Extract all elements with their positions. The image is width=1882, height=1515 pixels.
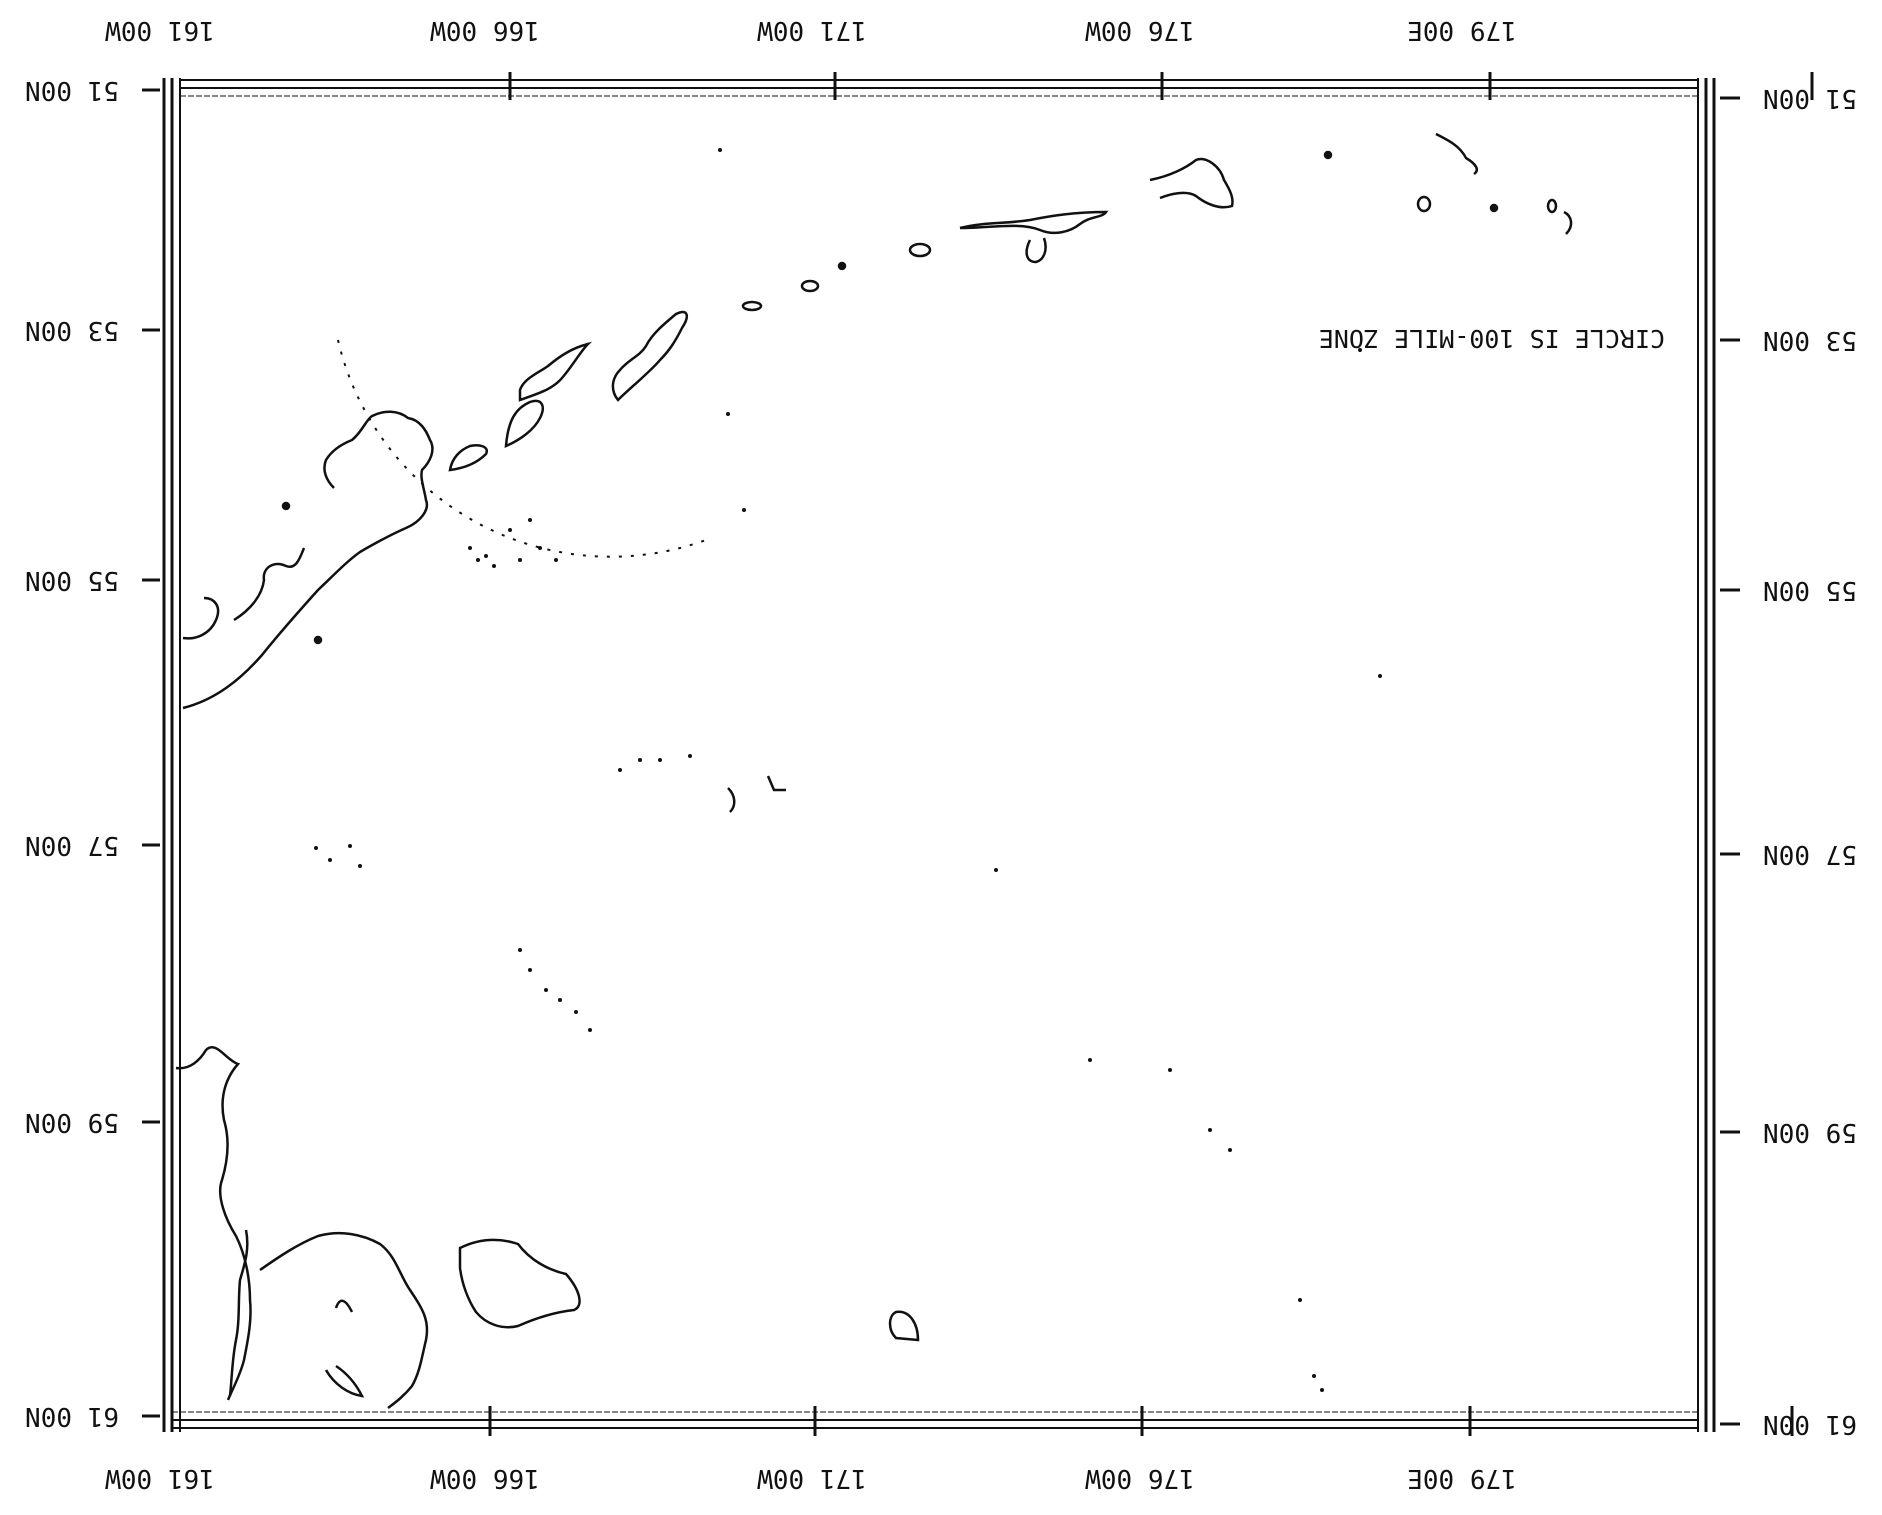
left-latitude-label: 57 00N [25,830,119,860]
right-latitude-label: 55 00N [1763,575,1857,605]
bottom-longitude-label: 176 00W [1085,1463,1195,1493]
top-longitude-label: 179 00E [1407,15,1517,45]
map-title: CIRCLE IS 100-MILE ZONE [1319,324,1665,353]
coastline-aleutians [182,132,1573,710]
bottom-longitude-label: 166 00W [430,1463,540,1493]
left-latitude-label: 59 00N [25,1107,119,1137]
coastline-mainland [175,1046,581,1409]
top-longitude-label: 176 00W [1085,15,1195,45]
scattered-dots [314,148,1382,1392]
bottom-longitude-label: 179 00E [1407,1463,1517,1493]
right-latitude-label: 61 00N [1763,1409,1857,1439]
right-latitude-label: 51 00N [1763,83,1857,113]
right-latitude-label: 59 00N [1763,1117,1857,1147]
left-latitude-label: 51 00N [25,75,119,105]
bottom-longitude-label: 161 00W [105,1463,215,1493]
right-latitude-label: 57 00N [1763,839,1857,869]
top-longitude-label: 161 00W [105,15,215,45]
bottom-longitude-label: 171 00W [757,1463,867,1493]
left-latitude-label: 55 00N [25,565,119,595]
left-latitude-label: 61 00N [25,1401,119,1431]
small-islands [281,150,1558,1342]
top-longitude-label: 171 00W [757,15,867,45]
right-latitude-label: 53 00N [1763,325,1857,355]
top-longitude-label: 166 00W [430,15,540,45]
left-latitude-label: 53 00N [25,315,119,345]
grid-labels: 161 00W 166 00W 171 00W 176 00W 179 00E 161 0… [25,15,1857,1493]
map-frame [162,78,1716,1432]
